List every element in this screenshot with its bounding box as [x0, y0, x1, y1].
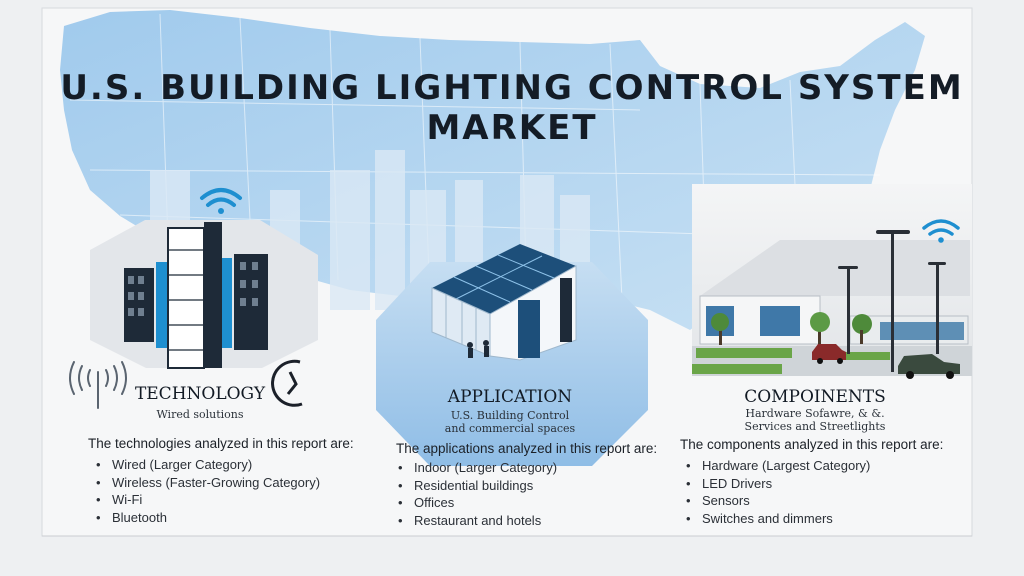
list-item: Offices — [394, 494, 557, 512]
components-subheading-line2: Services and Streetlights — [744, 420, 886, 433]
wifi-icon — [200, 188, 242, 214]
list-item: Restaurant and hotels — [394, 512, 557, 530]
application-intro: The applications analyzed in this report… — [396, 441, 658, 456]
streetlight-icon — [838, 230, 946, 372]
list-item: Wired (Larger Category) — [92, 456, 320, 474]
list-item: Wi-Fi — [92, 491, 320, 509]
list-item: Sensors — [682, 492, 870, 510]
components-list: Hardware (Largest Category) LED Drivers … — [682, 457, 870, 527]
list-item: Hardware (Largest Category) — [682, 457, 870, 475]
office-tower-icon — [124, 222, 268, 369]
technology-subheading: Wired solutions — [156, 408, 244, 421]
application-heading: APPLICATION — [447, 387, 573, 407]
components-subheading-line1: Hardware Sofawre, & &. — [745, 407, 885, 420]
application-list: Indoor (Larger Category) Residential bui… — [394, 459, 557, 529]
application-subheading-line1: U.S. Building Control — [450, 409, 570, 422]
page-title: U.S. BUILDING LIGHTING CONTROL SYSTEM MA… — [60, 68, 964, 148]
list-item: Residential buildings — [394, 477, 557, 495]
signal-waves-icon — [69, 361, 127, 409]
list-item: Indoor (Larger Category) — [394, 459, 557, 477]
technology-intro: The technologies analyzed in this report… — [88, 436, 354, 451]
list-item: Switches and dimmers — [682, 510, 870, 528]
car-icon — [812, 344, 960, 379]
solar-building-icon — [431, 244, 577, 361]
technology-list: Wired (Larger Category) Wireless (Faster… — [92, 456, 320, 526]
technology-heading: TECHNOLOGY — [134, 384, 266, 404]
application-subheading-line2: and commercial spaces — [444, 422, 576, 435]
list-item: Wireless (Faster-Growing Category) — [92, 474, 320, 492]
dimmer-dial-icon — [271, 359, 303, 407]
components-heading: COMPOINENTS — [744, 387, 886, 407]
wifi-icon-components — [922, 219, 960, 243]
list-item: LED Drivers — [682, 475, 870, 493]
components-intro: The components analyzed in this report a… — [680, 437, 944, 452]
tree-icon — [711, 312, 872, 346]
list-item: Bluetooth — [92, 509, 320, 527]
